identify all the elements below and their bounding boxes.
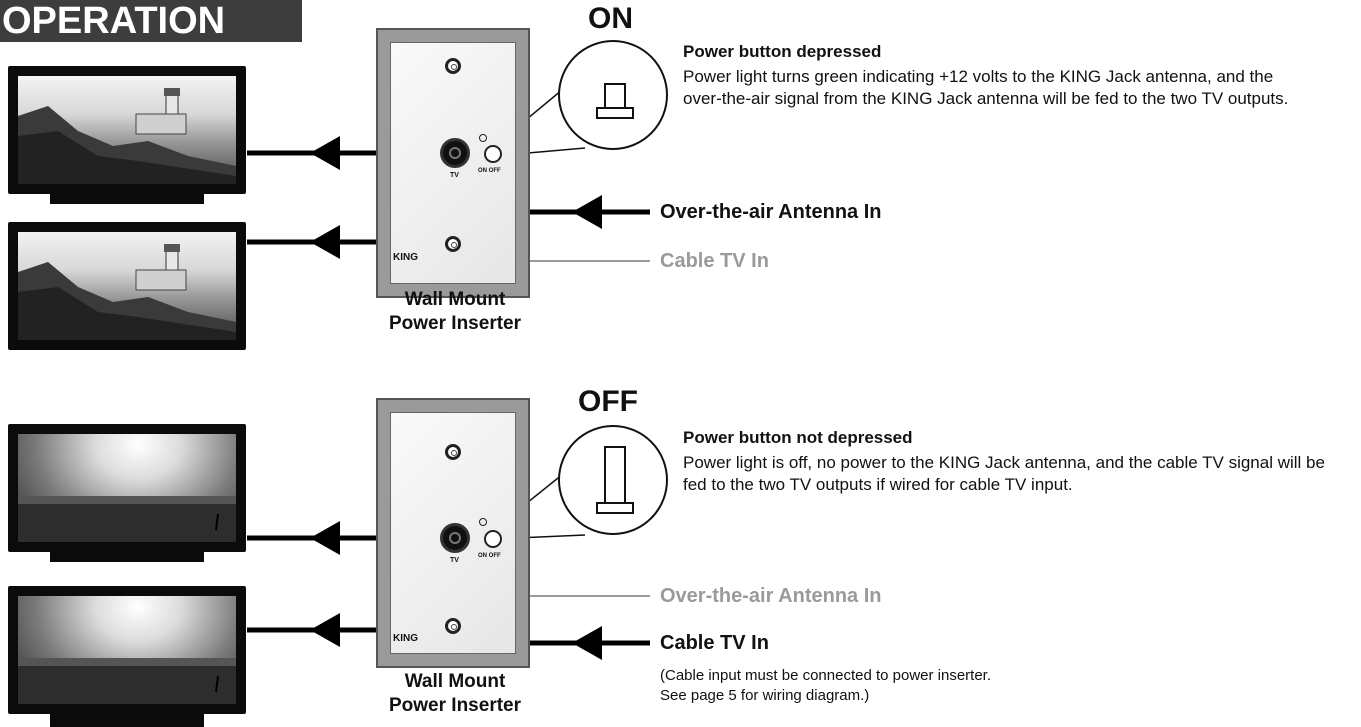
cable-note: (Cable input must be connected to power … [660,666,991,706]
on-heading: Power button depressed [683,42,882,61]
seascape-image [18,596,236,704]
state-label-on: ON [588,2,633,35]
tv2-output-arrow-on [310,225,340,259]
tv2-output-arrow-off [310,613,340,647]
device-caption-line2: Power Inserter [389,695,521,716]
tv-monitor-2-off [8,586,246,714]
lighthouse-image [18,232,236,340]
lighthouse-image [18,76,236,184]
page-header: OPERATION [0,0,302,42]
brand-logo: KING [393,633,418,644]
tv-stand-2-off [50,714,204,727]
button-depressed-icon [596,83,634,119]
coax-connector-icon [440,138,470,168]
screw-icon [445,58,461,74]
tv1-output-arrow-off [310,521,340,555]
screw-icon [445,444,461,460]
connector-label: TV [450,557,459,564]
seascape-image [18,434,236,542]
off-description: Power light is off, no power to the KING… [683,453,1325,494]
wall-plate-on [376,28,530,298]
power-button[interactable] [484,530,502,548]
on-description: Power light turns green indicating +12 v… [683,67,1289,108]
cable-input-arrow-off [572,626,602,660]
antenna-input-arrow-on [572,195,602,229]
state-label-off: OFF [578,385,638,418]
connector-label: TV [450,172,459,179]
device-caption-line1: Wall Mount [404,289,506,310]
cable-label-off: Cable TV In [660,632,769,654]
tv-monitor-1-on [8,66,246,194]
coax-connector-icon [440,523,470,553]
screw-icon [445,236,461,252]
device-caption-on: Wall Mount Power Inserter [360,288,550,336]
lighthouse-illustration [18,88,236,184]
button-callout-off [558,425,668,535]
off-heading: Power button not depressed [683,428,913,447]
screw-icon [445,618,461,634]
cable-label-on: Cable TV In [660,250,769,272]
device-caption-line2: Power Inserter [389,313,521,334]
button-extended-icon [596,446,634,514]
antenna-label-off: Over-the-air Antenna In [660,585,882,607]
power-button[interactable] [484,145,502,163]
seascape-illustration [18,496,236,542]
button-callout-on [558,40,668,150]
device-caption-off: Wall Mount Power Inserter [360,670,550,718]
switch-label: ON OFF [478,553,501,559]
switch-label: ON OFF [478,168,501,174]
power-light-icon [479,134,487,142]
tv-stand-1-off [50,552,204,562]
lighthouse-illustration [18,244,236,340]
tv-monitor-1-off [8,424,246,552]
cable-note-line2: See page 5 for wiring diagram.) [660,687,870,704]
cable-note-line1: (Cable input must be connected to power … [660,667,992,684]
power-light-icon [479,518,487,526]
tv-monitor-2-on [8,222,246,350]
device-caption-line1: Wall Mount [404,671,506,692]
seascape-illustration [18,658,236,704]
brand-logo: KING [393,252,418,263]
tv-stand-1-on [50,194,204,204]
tv1-output-arrow-on [310,136,340,170]
antenna-label-on: Over-the-air Antenna In [660,201,882,223]
